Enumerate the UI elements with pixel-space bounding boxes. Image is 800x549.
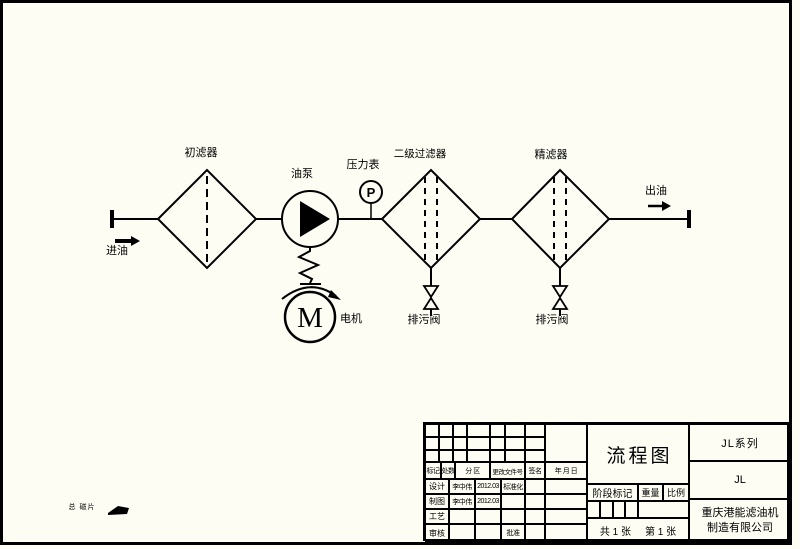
revision-cell bbox=[525, 424, 545, 437]
rotation-arrow-head bbox=[328, 290, 341, 300]
row-draft-role: 制图 bbox=[425, 494, 449, 509]
inlet-flow-arrow-head bbox=[131, 236, 140, 246]
outlet-endcap bbox=[687, 210, 691, 228]
header-mark: 标记 bbox=[425, 462, 441, 479]
revision-cell bbox=[453, 450, 467, 462]
inlet-endcap bbox=[110, 210, 114, 228]
revision-cell bbox=[490, 424, 505, 437]
title-block: 标记 处数 分 区 更改文件号 签名 年 月 日 设计 李中伟 2012.03 … bbox=[423, 422, 791, 542]
sheet-info: 共 1 张 第 1 张 bbox=[587, 518, 689, 542]
fine-filter-label: 精滤器 bbox=[534, 149, 568, 161]
row-draft-empty2 bbox=[545, 494, 587, 509]
revision-cell bbox=[425, 437, 439, 450]
row-process-date bbox=[475, 509, 501, 524]
stage-mark-box bbox=[600, 501, 613, 518]
row-design-empty2 bbox=[545, 479, 587, 494]
row-audit-name bbox=[449, 524, 475, 542]
row-design-date: 2012.03 bbox=[475, 479, 501, 494]
fine-filter-symbol bbox=[510, 168, 611, 270]
weight-scale-value-box bbox=[638, 501, 689, 518]
revision-cell bbox=[490, 437, 505, 450]
row-process-empty2 bbox=[545, 509, 587, 524]
stage-mark-box bbox=[587, 501, 600, 518]
drain-valve-1-symbol bbox=[422, 268, 440, 316]
outlet-flow-arrow-head bbox=[662, 201, 671, 211]
pump-label: 油泵 bbox=[291, 168, 313, 180]
revision-cell bbox=[439, 424, 453, 437]
revision-cell-merged bbox=[545, 424, 587, 462]
revision-cell bbox=[490, 450, 505, 462]
revision-cell bbox=[467, 450, 490, 462]
model-code: JL bbox=[689, 461, 791, 499]
revision-cell bbox=[505, 437, 525, 450]
stage-mark-box bbox=[625, 501, 638, 518]
pressure-gauge-label: 压力表 bbox=[346, 159, 380, 171]
primary-filter-label: 初滤器 bbox=[184, 147, 218, 159]
revision-cell bbox=[425, 450, 439, 462]
gauge-letter: P bbox=[367, 185, 376, 200]
corner-stamp-shape bbox=[108, 506, 129, 515]
row-process-role2 bbox=[501, 509, 525, 524]
revision-cell bbox=[505, 424, 525, 437]
revision-cell bbox=[453, 437, 467, 450]
gauge-dial bbox=[359, 180, 383, 204]
row-design-empty1 bbox=[525, 479, 545, 494]
row-audit-empty2 bbox=[545, 524, 587, 542]
scale-label: 比例 bbox=[663, 484, 689, 501]
revision-cell bbox=[525, 437, 545, 450]
header-zone: 分 区 bbox=[455, 462, 490, 479]
row-process-role: 工艺 bbox=[425, 509, 449, 524]
row-audit-role: 审核 bbox=[425, 524, 449, 542]
stage-mark-label: 阶段标记 bbox=[587, 484, 638, 501]
company-line1: 重庆港能滤油机 bbox=[701, 506, 779, 519]
revision-cell bbox=[425, 424, 439, 437]
revision-cell bbox=[439, 450, 453, 462]
row-design-role2: 标准化 bbox=[501, 479, 525, 494]
coupling-zigzag bbox=[296, 247, 321, 284]
company-name: 重庆港能滤油机 制造有限公司 bbox=[689, 499, 791, 542]
company-line2: 制造有限公司 bbox=[707, 521, 773, 534]
row-design-name: 李中伟 bbox=[449, 479, 475, 494]
secondary-filter-symbol bbox=[380, 168, 482, 270]
drain-valve-1-label: 排污阀 bbox=[407, 314, 441, 326]
row-process-name bbox=[449, 509, 475, 524]
row-draft-name: 李中伟 bbox=[449, 494, 475, 509]
revision-cell bbox=[439, 437, 453, 450]
row-draft-date: 2012.03 bbox=[475, 494, 501, 509]
revision-cell bbox=[505, 450, 525, 462]
motor-letter: M bbox=[297, 302, 323, 334]
row-audit-date bbox=[475, 524, 501, 542]
row-draft-role2 bbox=[501, 494, 525, 509]
sheet-number: 第 1 张 bbox=[645, 526, 677, 538]
row-audit-empty1 bbox=[525, 524, 545, 542]
header-change-doc: 更改文件号 bbox=[490, 462, 525, 479]
stage-mark-box bbox=[613, 501, 625, 518]
pump-triangle bbox=[300, 201, 330, 237]
sheet-total: 共 1 张 bbox=[599, 526, 631, 538]
row-process-empty1 bbox=[525, 509, 545, 524]
revision-cell bbox=[525, 450, 545, 462]
row-draft-empty1 bbox=[525, 494, 545, 509]
corner-mark-text: 总 磁片 bbox=[68, 504, 96, 511]
secondary-filter-label: 二级过滤器 bbox=[393, 148, 447, 160]
header-signature: 签名 bbox=[525, 462, 545, 479]
revision-cell bbox=[453, 424, 467, 437]
inlet-label: 进油 bbox=[106, 245, 128, 257]
revision-cell bbox=[467, 437, 490, 450]
drawing-title: 流程图 bbox=[587, 424, 689, 484]
weight-label: 重量 bbox=[638, 484, 663, 501]
outlet-label: 出油 bbox=[645, 185, 667, 197]
drain-valve-2-label: 排污阀 bbox=[535, 314, 569, 326]
motor-label: 电机 bbox=[340, 313, 362, 325]
header-date: 年 月 日 bbox=[545, 462, 587, 479]
row-design-role: 设计 bbox=[425, 479, 449, 494]
drain-valve-2-symbol bbox=[551, 268, 569, 316]
revision-cell bbox=[467, 424, 490, 437]
series-name: JL系列 bbox=[689, 424, 791, 461]
header-count: 处数 bbox=[441, 462, 455, 479]
row-audit-role2: 批准 bbox=[501, 524, 525, 542]
motor-body bbox=[283, 290, 337, 344]
